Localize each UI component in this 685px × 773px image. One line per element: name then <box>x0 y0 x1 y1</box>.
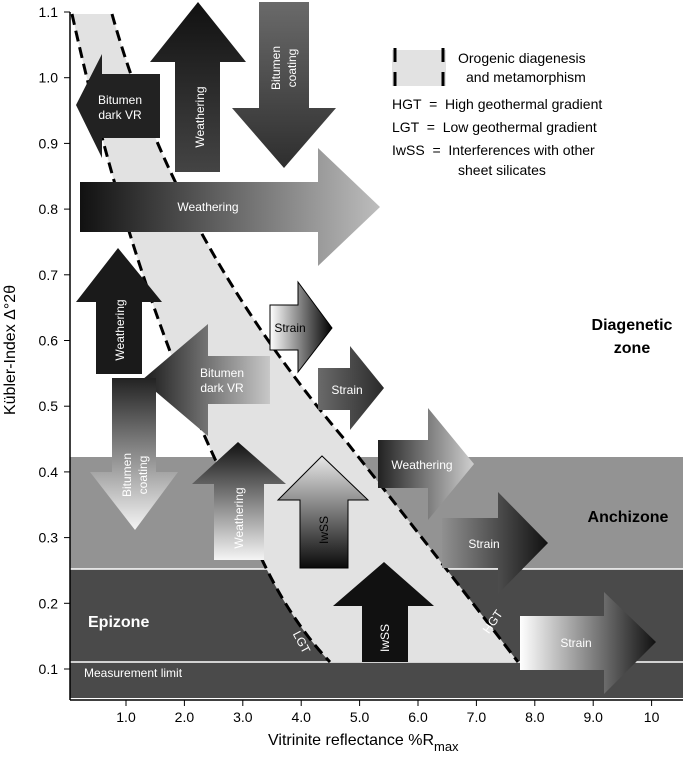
arrow-bitumen-dark-top-label-2: dark VR <box>98 108 142 122</box>
y-tick-label: 1.1 <box>39 4 59 20</box>
zone-diagenetic-label-1: Diagenetic <box>592 317 673 334</box>
arrow-iwss-bottom-label: IwSS <box>378 624 392 652</box>
arrow-weathering-wide <box>80 148 380 266</box>
y-ticks: 0.1 0.2 0.3 0.4 0.5 0.6 0.7 0.8 0.9 1.0 1.1 <box>39 4 70 677</box>
arrow-iwss-up-label: IwSS <box>317 516 331 544</box>
y-tick-label: 0.2 <box>39 595 59 611</box>
y-tick-label: 0.7 <box>39 267 59 283</box>
legend-band-swatch <box>392 50 446 86</box>
arrow-bitumen-dark-mid-label-1: Bitumen <box>200 366 244 380</box>
arrow-bitumen-dark-top <box>76 54 160 158</box>
y-tick-label: 0.3 <box>39 530 59 546</box>
x-tick-label: 7.0 <box>467 709 487 725</box>
y-tick-label: 0.9 <box>39 135 59 151</box>
arrow-weathering-top <box>150 2 246 172</box>
arrow-weathering-low <box>192 442 286 560</box>
x-tick-label: 2.0 <box>175 709 195 725</box>
arrow-iwss-up <box>276 455 370 569</box>
zone-epizone-label: Epizone <box>88 614 149 631</box>
arrow-bitumen-dark-top-label-1: Bitumen <box>98 93 142 107</box>
x-tick-label: 1.0 <box>116 709 136 725</box>
legend-band-label-2: and metamorphism <box>466 69 586 85</box>
arrow-bitumen-coating-top-label-2: coating <box>285 49 299 88</box>
y-tick-label: 0.5 <box>39 398 59 414</box>
arrow-strain-4 <box>520 592 656 694</box>
arrow-weathering-left-up-label: Weathering <box>113 299 127 360</box>
y-tick-label: 0.6 <box>39 333 59 349</box>
arrow-strain-2 <box>318 346 384 430</box>
legend-lgt: LGT = Low geothermal gradient <box>392 119 597 135</box>
arrow-strain-3-label: Strain <box>468 537 499 551</box>
arrow-strain-4-label: Strain <box>560 636 591 650</box>
x-axis-label-sub: max <box>434 739 459 754</box>
x-ticks: 1.0 2.0 3.0 4.0 5.0 6.0 7.0 8.0 9.0 10 <box>116 700 660 725</box>
arrow-bitumen-coating-top <box>232 2 336 168</box>
arrow-iwss-bottom <box>333 562 434 662</box>
y-tick-label: 0.4 <box>39 464 59 480</box>
arrow-weathering-right-label: Weathering <box>391 458 452 472</box>
arrow-weathering-top-label: Weathering <box>193 86 207 147</box>
arrow-bitumen-coating-top-label-1: Bitumen <box>269 46 283 90</box>
y-tick-label: 0.8 <box>39 201 59 217</box>
y-tick-label: 0.1 <box>39 661 59 677</box>
x-tick-label: 6.0 <box>408 709 428 725</box>
arrow-weathering-wide-label: Weathering <box>177 200 238 214</box>
arrow-bitumen-dark-mid <box>142 324 270 436</box>
arrow-weathering-right <box>378 408 474 520</box>
arrow-strain-2-label: Strain <box>331 383 362 397</box>
arrow-weathering-left-up <box>76 248 162 374</box>
arrow-strain-1-label: Strain <box>274 321 305 335</box>
arrow-weathering-low-label: Weathering <box>232 487 246 548</box>
measurement-limit-label: Measurement limit <box>84 666 183 680</box>
arrow-strain-3 <box>442 492 548 594</box>
legend-iwss-2: sheet silicates <box>458 162 546 178</box>
zone-diagenetic-label-2: zone <box>614 340 651 357</box>
x-axis-label: Vitrinite reflectance %Rmax <box>268 732 459 754</box>
arrow-strain-1 <box>269 280 333 374</box>
legend-hgt: HGT = High geothermal gradient <box>392 96 602 112</box>
arrow-bitumen-coating-low <box>90 378 178 530</box>
x-tick-label: 5.0 <box>350 709 370 725</box>
zone-anchizone-label: Anchizone <box>588 509 669 526</box>
x-tick-label: 10 <box>644 709 660 725</box>
y-tick-label: 1.0 <box>39 70 59 86</box>
legend-band-label-1: Orogenic diagenesis <box>458 50 586 66</box>
x-tick-label: 4.0 <box>291 709 311 725</box>
arrow-bitumen-coating-low-label-2: coating <box>136 456 150 495</box>
lgt-curve <box>70 13 332 664</box>
x-tick-label: 8.0 <box>525 709 545 725</box>
x-tick-label: 9.0 <box>583 709 603 725</box>
arrow-bitumen-coating-low-label-1: Bitumen <box>120 453 134 497</box>
legend-iwss-1: IwSS = Interferences with other <box>392 142 595 158</box>
y-axis-label: Kübler-Index Δ°2θ <box>2 285 19 415</box>
x-tick-label: 3.0 <box>233 709 253 725</box>
arrow-bitumen-dark-mid-label-2: dark VR <box>200 381 244 395</box>
